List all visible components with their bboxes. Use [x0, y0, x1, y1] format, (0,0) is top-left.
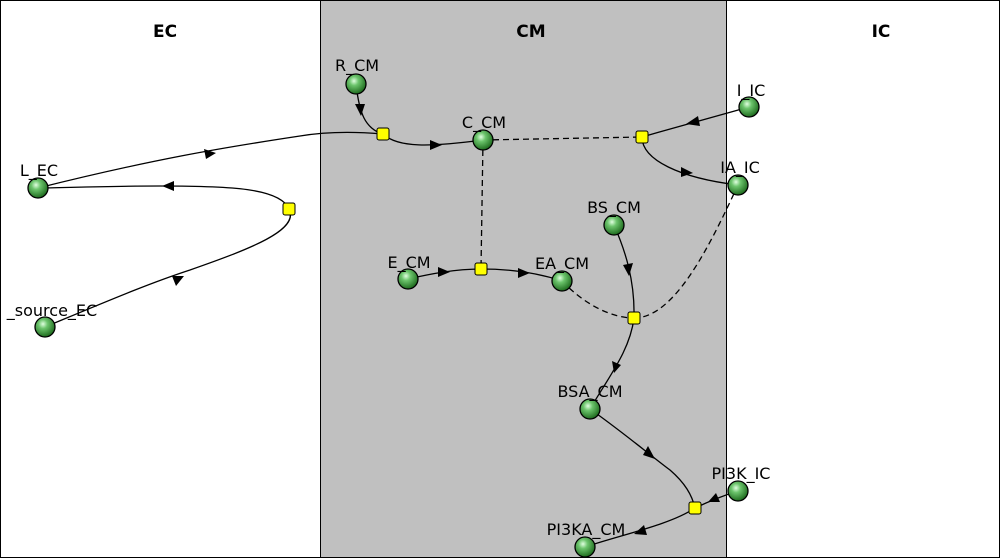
- arrow-BSA_CM-to-r6: [643, 446, 655, 459]
- edge-C_CM-to-r3: [480, 139, 484, 270]
- edge-L_EC-to-r1: [37, 131, 384, 189]
- species-label-BS_CM: BS_CM: [587, 198, 641, 218]
- species-label-BSA_CM: BSA_CM: [557, 382, 622, 402]
- arrow-L_EC-to-r1: [204, 149, 216, 159]
- arrow-r4-to-IA_IC: [681, 167, 693, 177]
- compartment-EC[interactable]: [0, 0, 321, 558]
- species-label-L_EC: L_EC: [20, 161, 58, 181]
- arrow-r1-to-C_CM: [430, 140, 442, 150]
- species-labels: R_CM C_CM L_EC _source_EC E_CM EA_CM BS_…: [6, 56, 771, 540]
- edge-r5-to-BSA_CM: [589, 317, 635, 410]
- compartment-CM[interactable]: [320, 0, 727, 558]
- reaction-r5[interactable]: [627, 311, 641, 325]
- species-IA_IC[interactable]: [727, 174, 749, 196]
- edge-r2-to-L_EC: [37, 185, 290, 210]
- species-label-E_CM: E_CM: [387, 253, 430, 273]
- reactions: [282, 127, 702, 515]
- species-label-C_CM: C_CM: [462, 113, 506, 133]
- arrow-E_CM-to-r3: [438, 267, 450, 277]
- species-label-EA_CM: EA_CM: [535, 254, 589, 274]
- arrowheads: [162, 104, 720, 535]
- species-PI3K_IC[interactable]: [727, 480, 749, 502]
- edge-EA_CM-to-r5: [561, 280, 635, 319]
- arrow-PI3K_IC-to-r6: [708, 493, 720, 502]
- edge-IA_IC-to-r5: [633, 184, 739, 319]
- compartment-title-CM: CM: [516, 22, 545, 42]
- compartment-title-IC: IC: [872, 22, 891, 42]
- species-label-L_source_EC: _source_EC: [6, 301, 97, 321]
- arrow-L_source_EC-to-r2: [172, 276, 184, 286]
- species-L_source_EC[interactable]: [34, 316, 56, 338]
- edge-L_source_EC-to-r2: [44, 208, 292, 328]
- species-label-IA_IC: IA_IC: [720, 158, 760, 178]
- species-label-PI3K_IC: PI3K_IC: [712, 464, 771, 484]
- compartment-IC[interactable]: [726, 0, 1000, 558]
- edge-C_CM-to-r4: [482, 136, 643, 141]
- reaction-r1[interactable]: [376, 127, 390, 141]
- compartment-title-EC: EC: [153, 22, 177, 42]
- species-label-I_IC: I_IC: [737, 81, 766, 101]
- reaction-r4[interactable]: [635, 130, 649, 144]
- species-label-PI3KA_CM: PI3KA_CM: [547, 520, 626, 540]
- arrow-I_IC-to-r4: [686, 116, 700, 126]
- arrow-r3-to-EA_CM: [518, 268, 530, 278]
- arrow-r5-to-BSA_CM: [612, 361, 621, 373]
- species-PI3KA_CM[interactable]: [574, 536, 596, 558]
- species-C_CM[interactable]: [472, 129, 494, 151]
- species-EA_CM[interactable]: [551, 270, 573, 292]
- species-BSA_CM[interactable]: [579, 398, 601, 420]
- species-L_EC[interactable]: [27, 177, 49, 199]
- edge-BSA_CM-to-r6: [589, 408, 696, 509]
- edge-R_CM-to-r1: [355, 83, 384, 135]
- arrow-R_CM-to-r1: [355, 104, 365, 116]
- species-E_CM[interactable]: [397, 268, 419, 290]
- species-I_IC[interactable]: [738, 96, 760, 118]
- species-BS_CM[interactable]: [603, 214, 625, 236]
- arrow-r6-to-PI3KA_CM: [634, 525, 647, 535]
- arrow-BS_CM-to-r5: [623, 263, 633, 276]
- species-R_CM[interactable]: [345, 73, 367, 95]
- reaction-r2[interactable]: [282, 202, 296, 216]
- edge-r4-to-IA_IC: [641, 136, 739, 186]
- species-label-R_CM: R_CM: [335, 56, 379, 76]
- reaction-r6[interactable]: [688, 501, 702, 515]
- reaction-r3[interactable]: [474, 262, 488, 276]
- species: [27, 73, 760, 558]
- arrow-r2-to-L_EC: [162, 181, 174, 191]
